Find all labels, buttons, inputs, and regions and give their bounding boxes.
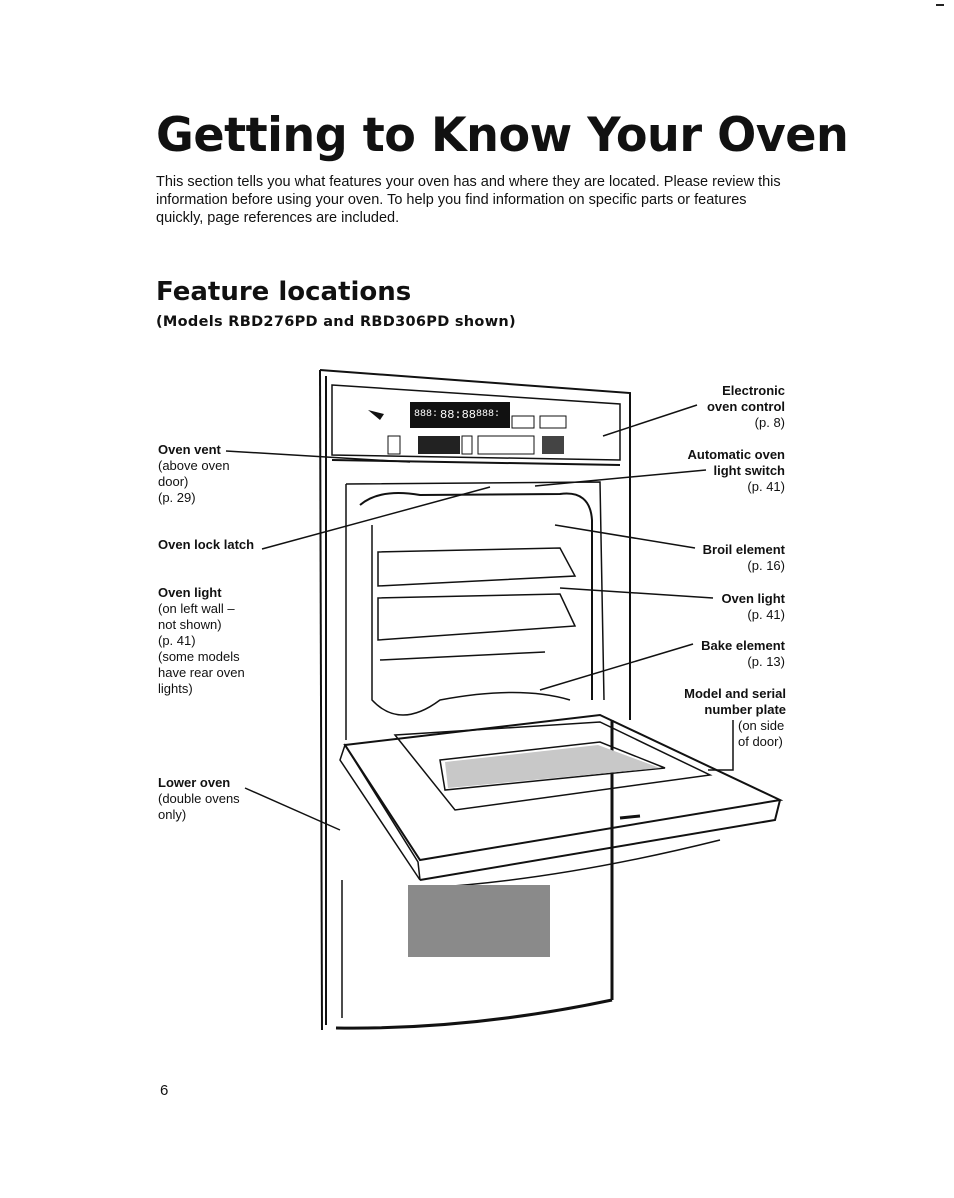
leader-lines: [225, 404, 734, 831]
callout-name: Lower oven: [158, 775, 231, 790]
door-window: [445, 745, 660, 788]
callout-name: Electronic: [722, 383, 785, 398]
callout-name: Automatic oven: [687, 447, 785, 462]
lower-grille: [408, 885, 550, 957]
display-2: 88:88: [440, 408, 476, 422]
page-title: Getting to Know Your Oven: [156, 108, 849, 163]
callout-detail: not shown): [158, 617, 222, 632]
callout-name: Bake element: [701, 638, 785, 653]
display-1: 888:: [414, 409, 438, 420]
callout-detail: (p. 41): [747, 479, 785, 494]
callout-broil-element: Broil element (p. 16): [703, 542, 785, 574]
callout-detail: (p. 8): [754, 415, 785, 430]
callout-name: Oven light: [721, 591, 785, 606]
callout-oven-light-left: Oven light (on left wall – not shown) (p…: [158, 585, 245, 697]
callout-bake-element: Bake element (p. 13): [701, 638, 785, 670]
brand-logo-icon: [368, 410, 384, 420]
callout-detail: (double ovens: [158, 791, 240, 806]
callout-detail: (p. 16): [747, 558, 785, 573]
callout-detail: of door): [738, 734, 783, 749]
callout-name: Broil element: [702, 542, 785, 557]
corner-mark: [936, 4, 944, 6]
callout-name: Oven lock latch: [158, 537, 255, 552]
callout-detail: door): [158, 474, 189, 489]
callout-name: oven control: [706, 399, 785, 414]
callout-detail: (p. 41): [158, 633, 196, 648]
callout-light-switch: Automatic oven light switch (p. 41): [687, 447, 785, 495]
callout-detail: (p. 13): [747, 654, 785, 669]
callout-detail: (above oven: [158, 458, 230, 473]
intro-paragraph: This section tells you what features you…: [156, 174, 781, 226]
callout-name: number plate: [704, 702, 786, 717]
callout-detail: (on side: [738, 718, 785, 733]
callout-detail: (on left wall –: [158, 601, 235, 616]
callout-detail: (p. 29): [158, 490, 196, 505]
callout-serial-plate-detail: (on side of door): [738, 718, 784, 750]
callout-serial-plate: Model and serial number plate: [684, 686, 786, 718]
callout-name: Model and serial: [684, 686, 786, 701]
callout-detail: (some models: [158, 649, 240, 664]
callout-oven-vent: Oven vent (above oven door) (p. 29): [158, 442, 230, 506]
callout-electronic-control: Electronic oven control (p. 8): [707, 383, 785, 431]
control-panel: 888: 88:88 888:: [368, 402, 567, 455]
page-number: 6: [160, 1082, 169, 1099]
callout-detail: (p. 41): [747, 607, 785, 622]
callout-lower-oven: Lower oven (double ovens only): [158, 775, 240, 823]
callout-detail: only): [158, 807, 187, 822]
callout-name: Oven vent: [158, 442, 221, 457]
callout-name: light switch: [713, 463, 786, 478]
callout-detail: have rear oven: [158, 665, 245, 680]
callout-oven-light-right: Oven light (p. 41): [721, 591, 785, 623]
section-subtitle: (Models RBD276PD and RBD306PD shown): [156, 314, 516, 330]
section-title: Feature locations: [156, 277, 412, 307]
display-3: 888:: [476, 409, 500, 420]
callout-detail: lights): [158, 681, 193, 696]
callout-oven-lock-latch: Oven lock latch: [158, 537, 254, 553]
callout-name: Oven light: [158, 585, 222, 600]
oven-body: [319, 369, 784, 1031]
